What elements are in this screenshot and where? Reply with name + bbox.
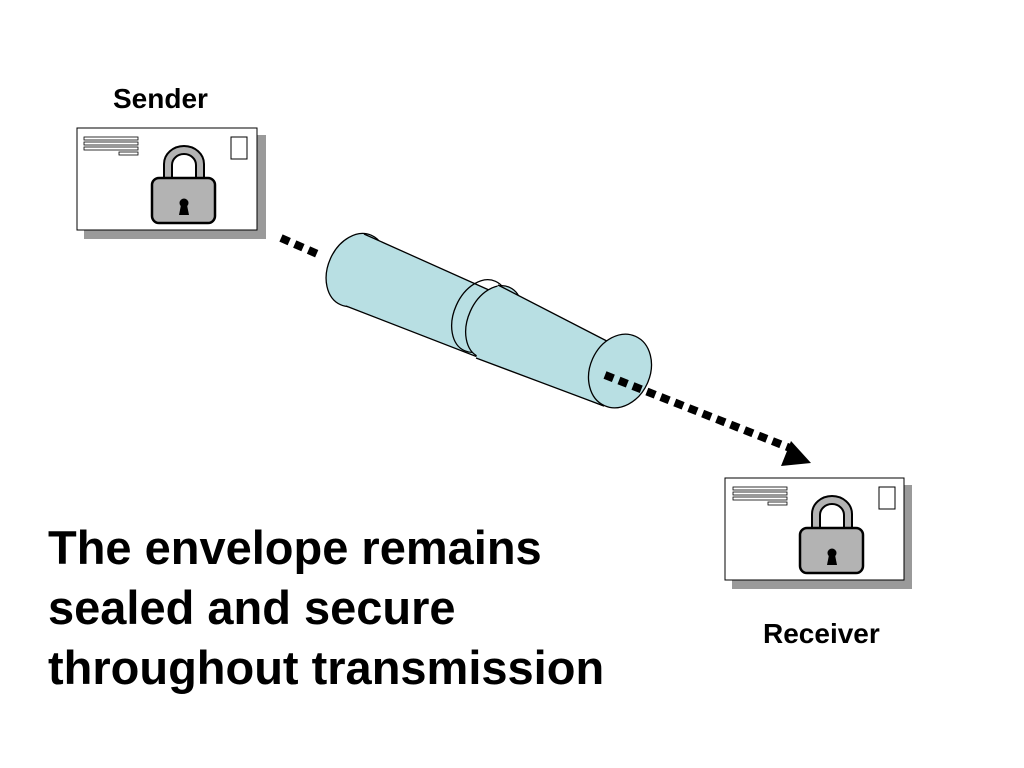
- sender-envelope-icon: [76, 127, 266, 239]
- sender-label: Sender: [113, 83, 208, 114]
- dotted-connector-sender: [279, 234, 324, 260]
- padlock-icon: [150, 145, 217, 225]
- arrowhead: [781, 441, 811, 466]
- tunnel-bottom-edge-front: [475, 357, 605, 407]
- dotted-connector-receiver: [603, 371, 792, 452]
- padlock-icon: [798, 495, 865, 575]
- address-lines: [83, 136, 139, 156]
- arrow-icon: [603, 371, 811, 466]
- caption-line: throughout transmission: [48, 641, 605, 694]
- receiver-envelope-icon: [724, 477, 912, 589]
- caption-line: sealed and secure: [48, 581, 456, 634]
- address-lines: [732, 486, 788, 506]
- receiver-label: Receiver: [763, 618, 880, 649]
- tunnel-icon: [325, 232, 653, 409]
- caption-line: The envelope remains: [48, 521, 542, 574]
- caption: The envelope remains sealed and secure t…: [48, 518, 604, 698]
- stamp-icon: [230, 136, 248, 160]
- stamp-icon: [878, 486, 896, 510]
